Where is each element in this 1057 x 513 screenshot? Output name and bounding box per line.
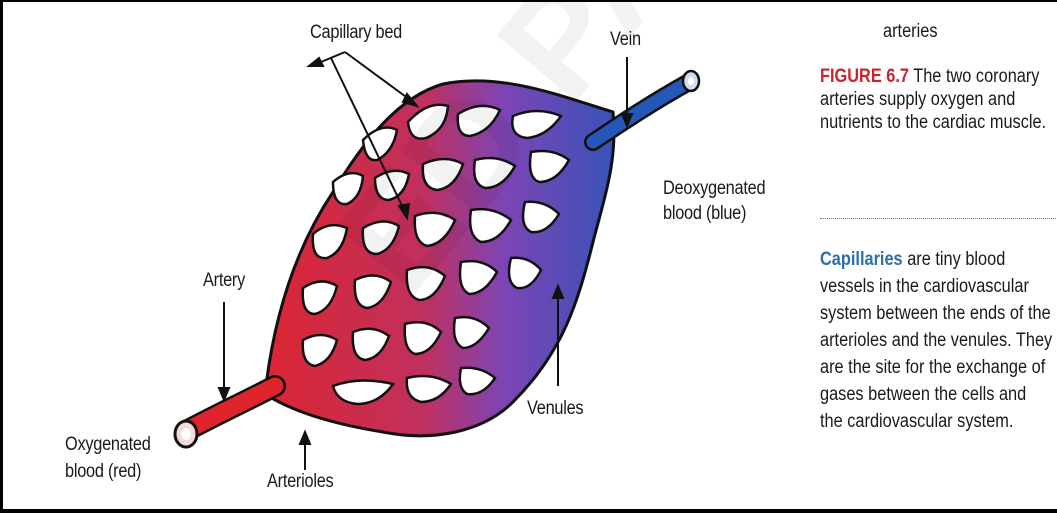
label-artery: Artery — [203, 269, 245, 293]
label-oxygenated-line2: blood (red) — [65, 460, 141, 484]
label-deoxygenated-line1: Deoxygenated — [663, 177, 765, 201]
label-capillary-bed: Capillary bed — [310, 21, 402, 45]
definition-line: gases between the cells and — [820, 384, 1026, 405]
capillaries-definition: Capillaries are tiny blood vessels in th… — [820, 246, 1057, 435]
label-deoxygenated-line2: blood (blue) — [663, 202, 746, 226]
definition-line: are tiny blood — [907, 249, 1005, 270]
figure-number: FIGURE 6.7 — [820, 66, 909, 87]
label-venules: Venules — [527, 397, 583, 421]
sidebar-divider — [820, 218, 1057, 219]
label-arterioles: Arterioles — [267, 470, 333, 494]
definition-line: the cardiovascular system. — [820, 411, 1013, 432]
label-vein: Vein — [610, 28, 641, 52]
definition-line: system between the ends of the — [820, 303, 1051, 324]
figure-caption: FIGURE 6.7 The two coronary arteries sup… — [820, 65, 1057, 134]
label-oxygenated-line1: Oxygenated — [65, 433, 151, 457]
definition-line: arterioles and the venules. They — [820, 330, 1052, 351]
term-capillaries: Capillaries — [820, 249, 903, 270]
sidebar-top-word: arteries — [883, 20, 1057, 43]
definition-line: are the site for the exchange of — [820, 357, 1045, 378]
definition-line: vessels in the cardiovascular — [820, 276, 1029, 297]
